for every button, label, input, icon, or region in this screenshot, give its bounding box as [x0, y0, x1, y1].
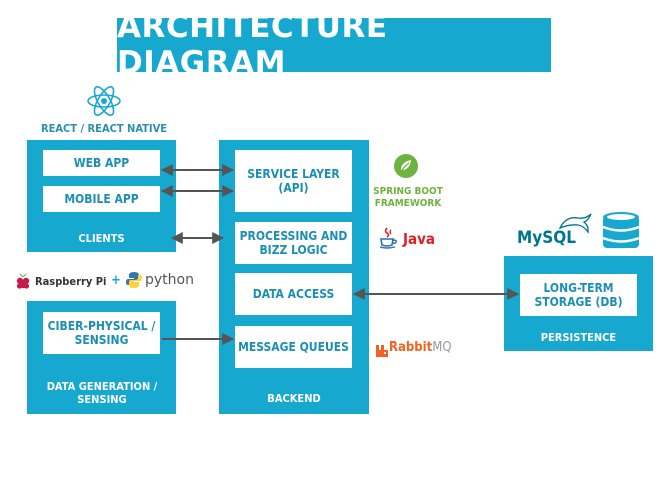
- processing-box[interactable]: PROCESSING AND BIZZ LOGIC: [235, 222, 352, 264]
- rabbitmq-label-mq: MQ: [432, 340, 452, 355]
- java-label: Java: [403, 230, 436, 248]
- java-cup-icon: [378, 226, 400, 250]
- plus-sign: +: [111, 273, 121, 288]
- service-layer-box[interactable]: SERVICE LAYER (API): [235, 150, 352, 212]
- mysql-label: MySQL: [517, 228, 576, 248]
- database-icon: [601, 210, 641, 252]
- rabbitmq-icon: [376, 342, 388, 357]
- message-queues-box[interactable]: MESSAGE QUEUES: [235, 326, 352, 368]
- web-app-box[interactable]: WEB APP: [43, 150, 160, 176]
- raspberry-pi-icon: [14, 270, 32, 292]
- mobile-app-box[interactable]: MOBILE APP: [43, 186, 160, 212]
- mysql-dolphin-icon: [558, 212, 594, 234]
- react-label: REACT / REACT NATIVE: [41, 122, 167, 135]
- react-logo-icon: [86, 84, 122, 118]
- rabbitmq-label-rabbit: Rabbit: [389, 340, 433, 355]
- data-generation-label: DATA GENERATION / SENSING: [46, 380, 158, 406]
- python-label: python: [145, 272, 194, 288]
- raspberry-pi-label: Raspberry Pi: [35, 275, 107, 288]
- data-access-box[interactable]: DATA ACCESS: [235, 273, 352, 315]
- clients-label: CLIENTS: [78, 232, 125, 245]
- spring-leaf-icon: [393, 153, 419, 179]
- backend-label: BACKEND: [267, 392, 321, 405]
- long-term-storage-box[interactable]: LONG-TERM STORAGE (DB): [520, 274, 637, 316]
- cyber-physical-box[interactable]: CIBER-PHYSICAL / SENSING: [43, 312, 160, 354]
- python-icon: [125, 271, 143, 289]
- rabbitmq-label: RabbitMQ: [389, 340, 452, 355]
- persistence-label: PERSISTENCE: [540, 331, 617, 344]
- spring-boot-label: SPRING BOOT FRAMEWORK: [373, 186, 443, 209]
